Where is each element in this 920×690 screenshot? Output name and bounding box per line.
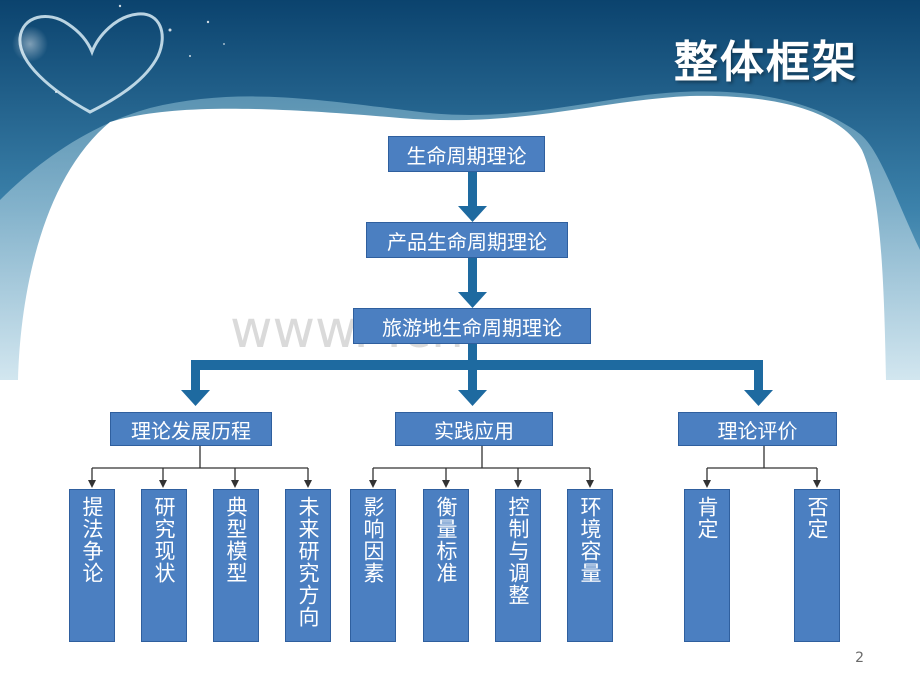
leaf-box: 典型模型 (213, 489, 259, 642)
leaf-label: 提法争论 (80, 496, 104, 584)
chain-box-product-lifecycle: 产品生命周期理论 (366, 222, 568, 258)
leaf-box: 否定 (794, 489, 840, 642)
leaf-box: 未来研究方向 (285, 489, 331, 642)
page-number: 2 (855, 650, 864, 666)
leaf-label: 影响因素 (361, 496, 385, 584)
leaf-box: 控制与调整 (495, 489, 541, 642)
chain-arrow-2 (458, 258, 487, 308)
leaf-label: 否定 (805, 496, 829, 540)
chain-arrow-1 (458, 172, 487, 222)
leaf-label: 研究现状 (152, 496, 176, 584)
leaf-box: 影响因素 (350, 489, 396, 642)
branch-box-theory-development: 理论发展历程 (110, 412, 272, 446)
leaf-box: 研究现状 (141, 489, 187, 642)
leaf-label: 衡量标准 (434, 496, 458, 584)
chain-box-lifecycle-theory: 生命周期理论 (388, 136, 545, 172)
branch-connector (181, 344, 773, 406)
chain-box-destination-lifecycle: 旅游地生命周期理论 (353, 308, 591, 344)
leaf-label: 肯定 (695, 496, 719, 540)
leaf-label: 控制与调整 (506, 496, 530, 606)
leaf-box: 衡量标准 (423, 489, 469, 642)
heart-outline-icon (12, 12, 164, 114)
leaf-connectors (88, 446, 821, 488)
leaf-box: 提法争论 (69, 489, 115, 642)
slide-title: 整体框架 (674, 37, 858, 88)
branch-box-theory-evaluation: 理论评价 (678, 412, 837, 446)
leaf-box: 环境容量 (567, 489, 613, 642)
branch-box-practical-application: 实践应用 (395, 412, 553, 446)
leaf-label: 环境容量 (578, 496, 602, 584)
leaf-box: 肯定 (684, 489, 730, 642)
leaf-label: 典型模型 (224, 496, 248, 584)
leaf-label: 未来研究方向 (296, 496, 320, 628)
